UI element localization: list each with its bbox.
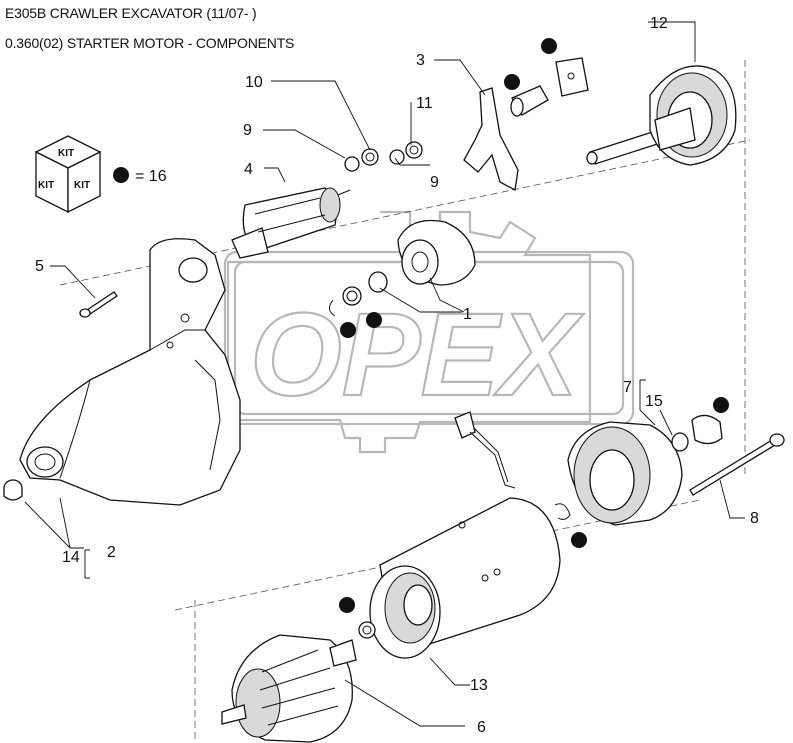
part-screw-5 — [79, 291, 118, 318]
kit-label-top: KIT — [58, 148, 74, 159]
callout-5: 5 — [35, 258, 44, 275]
callout-7: 7 — [623, 379, 632, 396]
kit-dot-icon — [504, 74, 520, 90]
kit-dot-icon — [340, 322, 356, 338]
watermark-text: OPEX — [250, 289, 584, 421]
part-bearing-15 — [671, 414, 723, 452]
kit-label-left: KIT — [38, 180, 54, 191]
part-rings-upper — [344, 141, 423, 172]
callout-15: 15 — [645, 393, 663, 410]
kit-dot-icon — [113, 167, 129, 183]
diagram-title: E305B CRAWLER EXCAVATOR (11/07- ) — [5, 5, 257, 21]
callout-4: 4 — [244, 161, 253, 178]
part-solenoid — [231, 187, 351, 259]
kit-cube-icon: KIT KIT KIT — [34, 135, 102, 214]
callout-labels: 1 2 3 4 5 6 7 8 9 9 10 11 12 13 14 15 — [35, 15, 759, 736]
kit-dot-icon — [366, 312, 382, 328]
callout-9-lower: 9 — [430, 174, 439, 191]
callout-3: 3 — [416, 52, 425, 69]
part-yoke — [369, 497, 561, 659]
kit-dot-icon — [541, 38, 557, 54]
callout-2: 2 — [107, 544, 116, 561]
callout-9-upper: 9 — [243, 122, 252, 139]
diagram-subtitle: 0.360(02) STARTER MOTOR - COMPONENTS — [5, 35, 295, 51]
part-through-bolt — [689, 433, 785, 496]
kit-dot-icon — [339, 597, 355, 613]
kit-label-right: KIT — [74, 180, 90, 191]
kit-dot-icon — [571, 532, 587, 548]
callout-12: 12 — [650, 15, 668, 32]
part-pinion-drive — [329, 219, 476, 317]
leader-lines — [24, 21, 745, 727]
part-armature — [221, 621, 376, 743]
part-end-cover — [554, 421, 683, 526]
callout-6: 6 — [477, 719, 486, 736]
callout-14: 14 — [62, 549, 80, 566]
part-bush — [3, 479, 23, 501]
callout-8: 8 — [750, 510, 759, 527]
kit-dot-icon — [713, 397, 729, 413]
part-fork-lever — [463, 57, 589, 192]
part-drive-housing — [586, 65, 737, 166]
callout-1: 1 — [463, 306, 472, 323]
callout-13: 13 — [470, 677, 488, 694]
part-housing — [19, 238, 241, 506]
callout-11: 11 — [416, 95, 433, 112]
callout-10: 10 — [245, 74, 263, 91]
part-terminal-strap — [454, 411, 516, 489]
kit-marker-dots — [339, 38, 729, 613]
kit-legend-text: = 16 — [135, 168, 167, 185]
